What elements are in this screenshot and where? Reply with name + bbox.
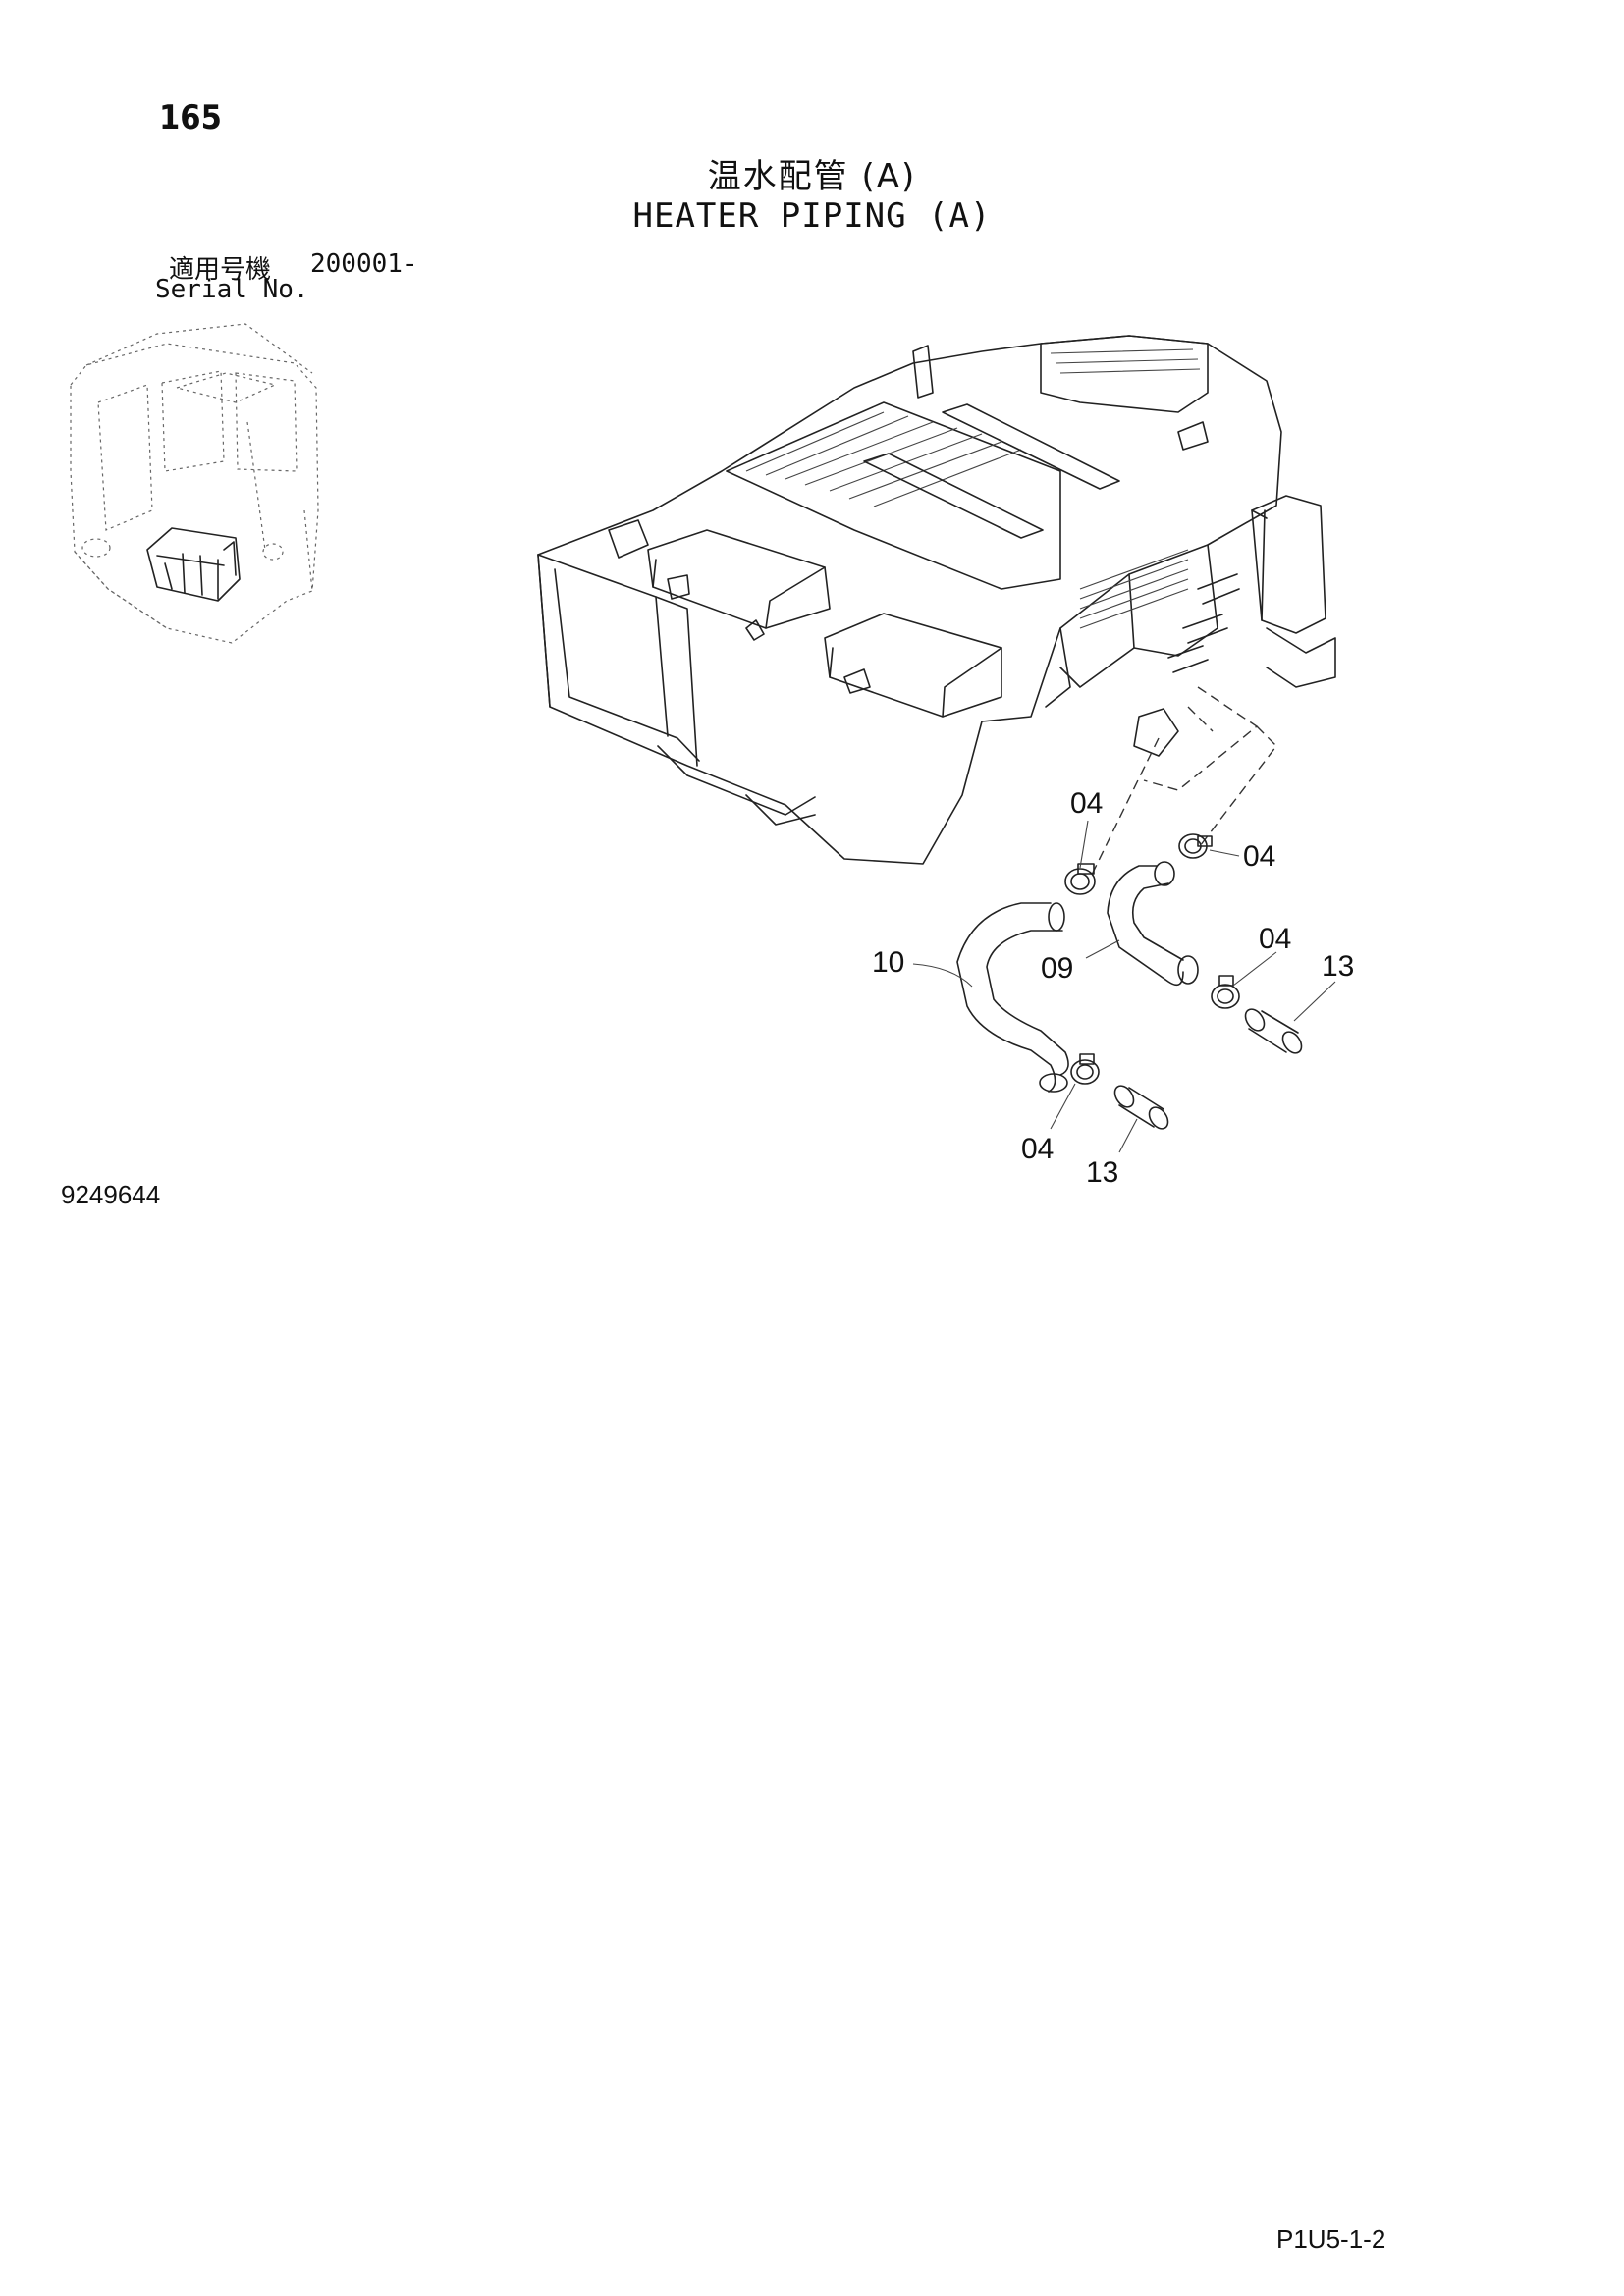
serial-label-english: Serial No. bbox=[155, 275, 309, 304]
cab-locator-illustration bbox=[70, 323, 319, 644]
callout-13-bottom: 13 bbox=[1086, 1156, 1118, 1189]
callout-13-right: 13 bbox=[1322, 950, 1354, 983]
drawing-number: 9249644 bbox=[61, 1180, 161, 1209]
callout-04-mid: 04 bbox=[1259, 923, 1291, 955]
pipe-part-13-bottom bbox=[1113, 1085, 1169, 1130]
callout-04-right: 04 bbox=[1243, 840, 1275, 873]
hose-clamp-04-bottom bbox=[1070, 1053, 1100, 1085]
callout-10: 10 bbox=[872, 946, 904, 979]
hose-clamp-04-mid bbox=[1211, 975, 1240, 1009]
connection-lines bbox=[1089, 686, 1277, 880]
hose-part-09 bbox=[1107, 861, 1199, 987]
page-number: 165 bbox=[159, 98, 222, 137]
leader-lines bbox=[912, 820, 1336, 1153]
pipe-part-13-right bbox=[1244, 1008, 1303, 1054]
serial-label-japanese: 適用号機 bbox=[169, 255, 272, 285]
hose-clamp-04-right bbox=[1178, 833, 1213, 859]
serial-number-range: 200001- bbox=[310, 249, 418, 279]
hose-part-10 bbox=[956, 902, 1069, 1093]
page-code: P1U5-1-2 bbox=[1276, 2224, 1386, 2254]
callout-04-bottom: 04 bbox=[1021, 1133, 1054, 1165]
hose-clamp-04-top bbox=[1064, 863, 1096, 895]
title-japanese: 温水配管 (A) bbox=[707, 157, 917, 196]
callout-04-top: 04 bbox=[1070, 787, 1103, 820]
callout-09: 09 bbox=[1041, 952, 1073, 985]
heater-unit-body bbox=[537, 335, 1336, 865]
title-english: HEATER PIPING (A) bbox=[632, 196, 992, 236]
